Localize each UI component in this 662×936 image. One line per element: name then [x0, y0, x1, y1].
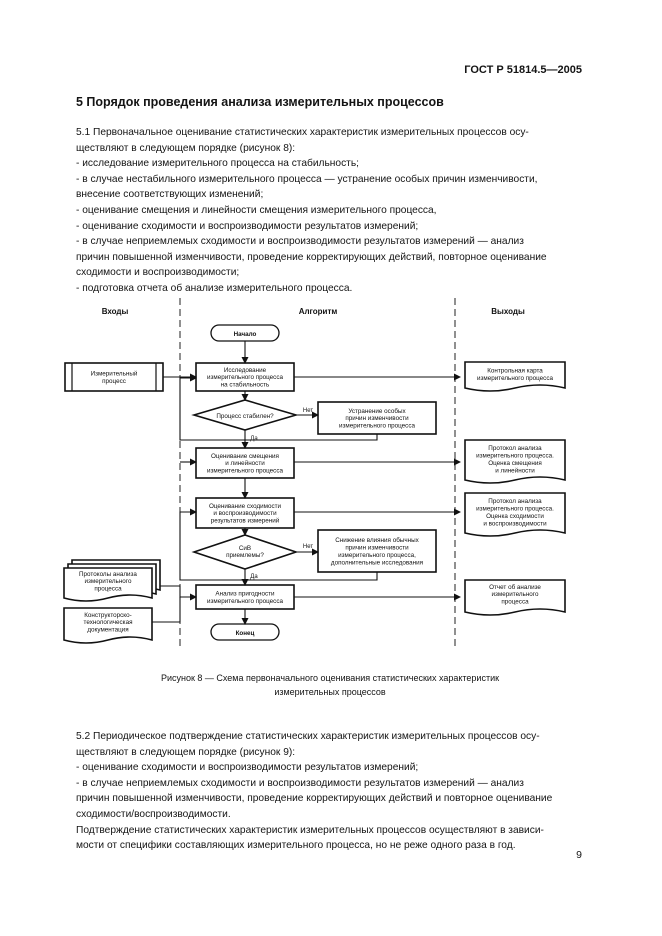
input-measurement-process-label: процесс: [102, 378, 126, 385]
yes-label-1: Да: [250, 436, 258, 442]
input-protocols-label: Протоколы анализа: [79, 571, 137, 578]
decision-grr-label: СиВ: [239, 545, 251, 552]
page-number: 9: [576, 849, 582, 861]
paragraph-5-1: 5.1 Первоначальное оценивание статистиче…: [76, 125, 584, 297]
feedback-loop-2: [179, 508, 378, 581]
output-bias-report-label: Оценка смещения: [488, 460, 542, 467]
input-protocols-label: измерительного: [85, 578, 132, 585]
output-control-chart-label: Контрольная карта: [487, 368, 543, 375]
no-label-1: Нет: [303, 408, 313, 414]
section-title: 5 Порядок проведения анализа измерительн…: [76, 95, 444, 109]
process-eliminate-special-causes-label: причин изменчивости: [345, 415, 409, 422]
output-final-report: [464, 579, 566, 616]
connector-input-2: [160, 585, 197, 601]
process-bias-linearity-label: и линейности: [225, 459, 265, 467]
column-header-outputs: Выходы: [491, 307, 525, 316]
output-grr-report: [464, 492, 566, 537]
input-measurement-process: [64, 362, 164, 392]
input-design-documentation: [63, 607, 153, 644]
figure-caption-line-1: Рисунок 8 — Схема первоначального оценив…: [160, 673, 500, 683]
figure-caption-line-2: измерительных процессов: [274, 687, 386, 697]
input-design-documentation-label: технологическая: [84, 619, 133, 626]
process-bias-linearity: [195, 447, 295, 479]
output-bias-report-label: и линейности: [495, 466, 535, 474]
no-label-2: Нет: [303, 544, 313, 550]
para-5-1-line: внесение соответствующих изменений;: [76, 189, 264, 201]
output-grr-report-label: Протокол анализа: [488, 498, 542, 505]
output-final-report-label: измерительного: [492, 591, 539, 598]
column-header-algorithm: Алгоритм: [299, 307, 338, 316]
para-5-2-line: Подтверждение статистических характерист…: [76, 824, 544, 836]
output-bias-report-label: измерительного процесса.: [476, 453, 554, 460]
process-capability-analysis-label: измерительного процесса: [207, 598, 283, 605]
para-5-1-line: - в случае нестабильного измерительного …: [76, 173, 538, 185]
figure-caption: Рисунок 8 — Схема первоначального оценив…: [76, 671, 584, 699]
para-5-2-line: 5.2 Периодическое подтверждение статисти…: [76, 731, 540, 742]
process-eliminate-special-causes-label: Устранение особых: [348, 407, 406, 415]
para-5-2-line: сходимости/воспроизводимости.: [76, 808, 231, 820]
process-stability-study-label: Исследование: [224, 367, 267, 374]
para-5-2-line: мости от специфики составляющих измерите…: [76, 840, 516, 852]
output-control-chart: [464, 361, 566, 392]
end-label: Конец: [236, 630, 255, 637]
para-5-2-line: - в случае неприемлемых сходимости и вос…: [76, 777, 524, 789]
process-bias-linearity-label: Оценивание смещения: [211, 453, 279, 460]
input-measurement-process-label: Измерительный: [91, 370, 138, 378]
decision-grr-label: приемлемы?: [226, 552, 264, 559]
process-reduce-common-causes-label: измерительного процесса,: [338, 552, 416, 559]
output-final-report-label: процесса: [501, 599, 529, 606]
para-5-1-line: - в случае неприемлемых сходимости и вос…: [76, 236, 524, 248]
output-grr-report-label: измерительного процесса.: [476, 506, 554, 513]
paragraph-5-2: 5.2 Периодическое подтверждение статисти…: [76, 729, 584, 854]
para-5-1-line: - исследование измерительного процесса н…: [76, 158, 359, 170]
output-grr-report-label: и воспроизводимости: [483, 520, 547, 527]
process-stability-study-label: измерительного процесса: [207, 374, 283, 381]
process-stability-study-label: на стабильность: [221, 381, 270, 389]
process-repeatability-reproducibility-label: Оценивание сходимости: [209, 503, 282, 510]
process-repeatability-reproducibility-label: и воспроизводимости: [213, 510, 277, 517]
para-5-1-line: причин повышенной изменчивости, проведен…: [76, 251, 547, 263]
para-5-2-line: причин повышенной изменчивости, проведен…: [76, 793, 553, 805]
input-design-documentation-label: документация: [87, 627, 128, 634]
para-5-1-line: - оценивание сходимости и воспроизводимо…: [76, 220, 419, 232]
process-repeatability-reproducibility-label: результатов измерений: [211, 517, 280, 525]
process-bias-linearity-label: измерительного процесса: [207, 468, 283, 475]
output-final-report-label: Отчет об анализе: [489, 583, 541, 591]
input-protocols-doc: [63, 567, 153, 602]
para-5-1-line: - оценивание смещения и линейности смеще…: [76, 204, 437, 216]
output-control-chart-label: измерительного процесса: [477, 375, 553, 382]
para-5-1-line: ществляют в следующем порядке (рисунок 8…: [76, 142, 296, 154]
input-protocols-label: процесса: [94, 586, 122, 593]
para-5-2-line: ществляют в следующем порядке (рисунок 9…: [76, 746, 296, 758]
process-reduce-common-causes-label: причин изменчивости: [345, 545, 409, 552]
decision-process-stable-label: Процесс стабилен?: [216, 412, 274, 420]
process-eliminate-special-causes-label: измерительного процесса: [339, 423, 415, 430]
process-reduce-common-causes-label: Снижение влияния обычных: [335, 536, 419, 544]
para-5-1-line: сходимости и воспроизводимости;: [76, 267, 240, 279]
output-grr-report-label: Оценка сходимости: [486, 513, 544, 520]
standard-id-header: ГОСТ Р 51814.5—2005: [464, 64, 582, 76]
output-bias-report: [464, 439, 566, 484]
process-reduce-common-causes-label: дополнительные исследования: [331, 559, 423, 566]
input-design-documentation-label: Конструкторско-: [84, 612, 131, 619]
feedback-loop-1: [179, 374, 378, 441]
process-capability-analysis-label: Анализ пригодности: [215, 591, 275, 598]
output-bias-report-label: Протокол анализа: [488, 445, 542, 452]
para-5-1-line: 5.1 Первоначальное оценивание статистиче…: [76, 127, 529, 138]
para-5-1-line: - подготовка отчета об анализе измерител…: [76, 282, 353, 294]
column-header-inputs: Входы: [102, 307, 129, 316]
start-label: Начало: [234, 331, 257, 338]
process-eliminate-special-causes: [317, 401, 437, 435]
para-5-2-line: - оценивание сходимости и воспроизводимо…: [76, 762, 419, 774]
connector-input-3: [152, 597, 181, 623]
yes-label-2: Да: [250, 574, 258, 580]
